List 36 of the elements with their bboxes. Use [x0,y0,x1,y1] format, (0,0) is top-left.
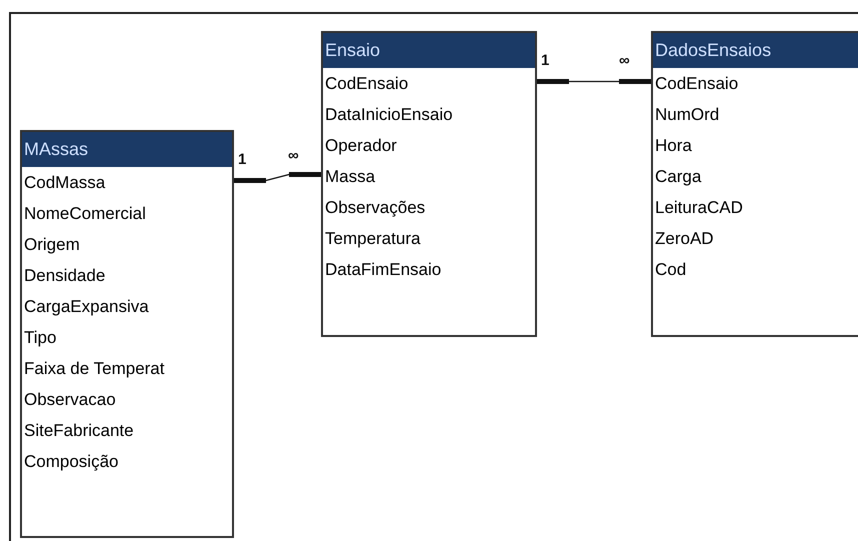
field-name: Operador [324,135,398,157]
field-name: Tipo [23,327,58,349]
cardinality-label: 1 [541,53,550,68]
relationship-line [537,79,651,84]
field-name: Cod [654,259,688,281]
table-header: DadosEnsaios [653,33,858,68]
table-header: MAssas [22,132,232,167]
field-name: Observações [324,197,426,219]
field-name: Densidade [23,265,106,287]
cardinality-label: ∞ [288,148,299,163]
cardinality-label: 1 [238,152,246,167]
field-name: LeituraCAD [654,197,744,219]
table-header: Ensaio [323,33,535,68]
field-name: Temperatura [324,228,422,250]
table-box [651,31,858,337]
field-name: CodEnsaio [324,73,410,95]
field-name: CodMassa [23,172,106,194]
field-name: Observacao [23,389,117,411]
field-name: NomeComercial [23,203,147,225]
field-name: ZeroAD [654,228,715,250]
cardinality-label: ∞ [619,53,630,68]
field-name: DataInicioEnsaio [324,104,454,126]
field-name: Hora [654,135,693,157]
field-name: Carga [654,166,702,188]
field-name: SiteFabricante [23,420,135,442]
field-name: Origem [23,234,81,256]
field-name: CodEnsaio [654,73,740,95]
field-name: DataFimEnsaio [324,259,442,281]
relationship-line [234,172,321,183]
field-name: CargaExpansiva [23,296,150,318]
table-box [20,130,234,538]
field-name: Faixa de Temperat [23,358,166,380]
field-name: NumOrd [654,104,720,126]
field-name: Composição [23,451,120,473]
table-box [321,31,537,337]
field-name: Massa [324,166,376,188]
